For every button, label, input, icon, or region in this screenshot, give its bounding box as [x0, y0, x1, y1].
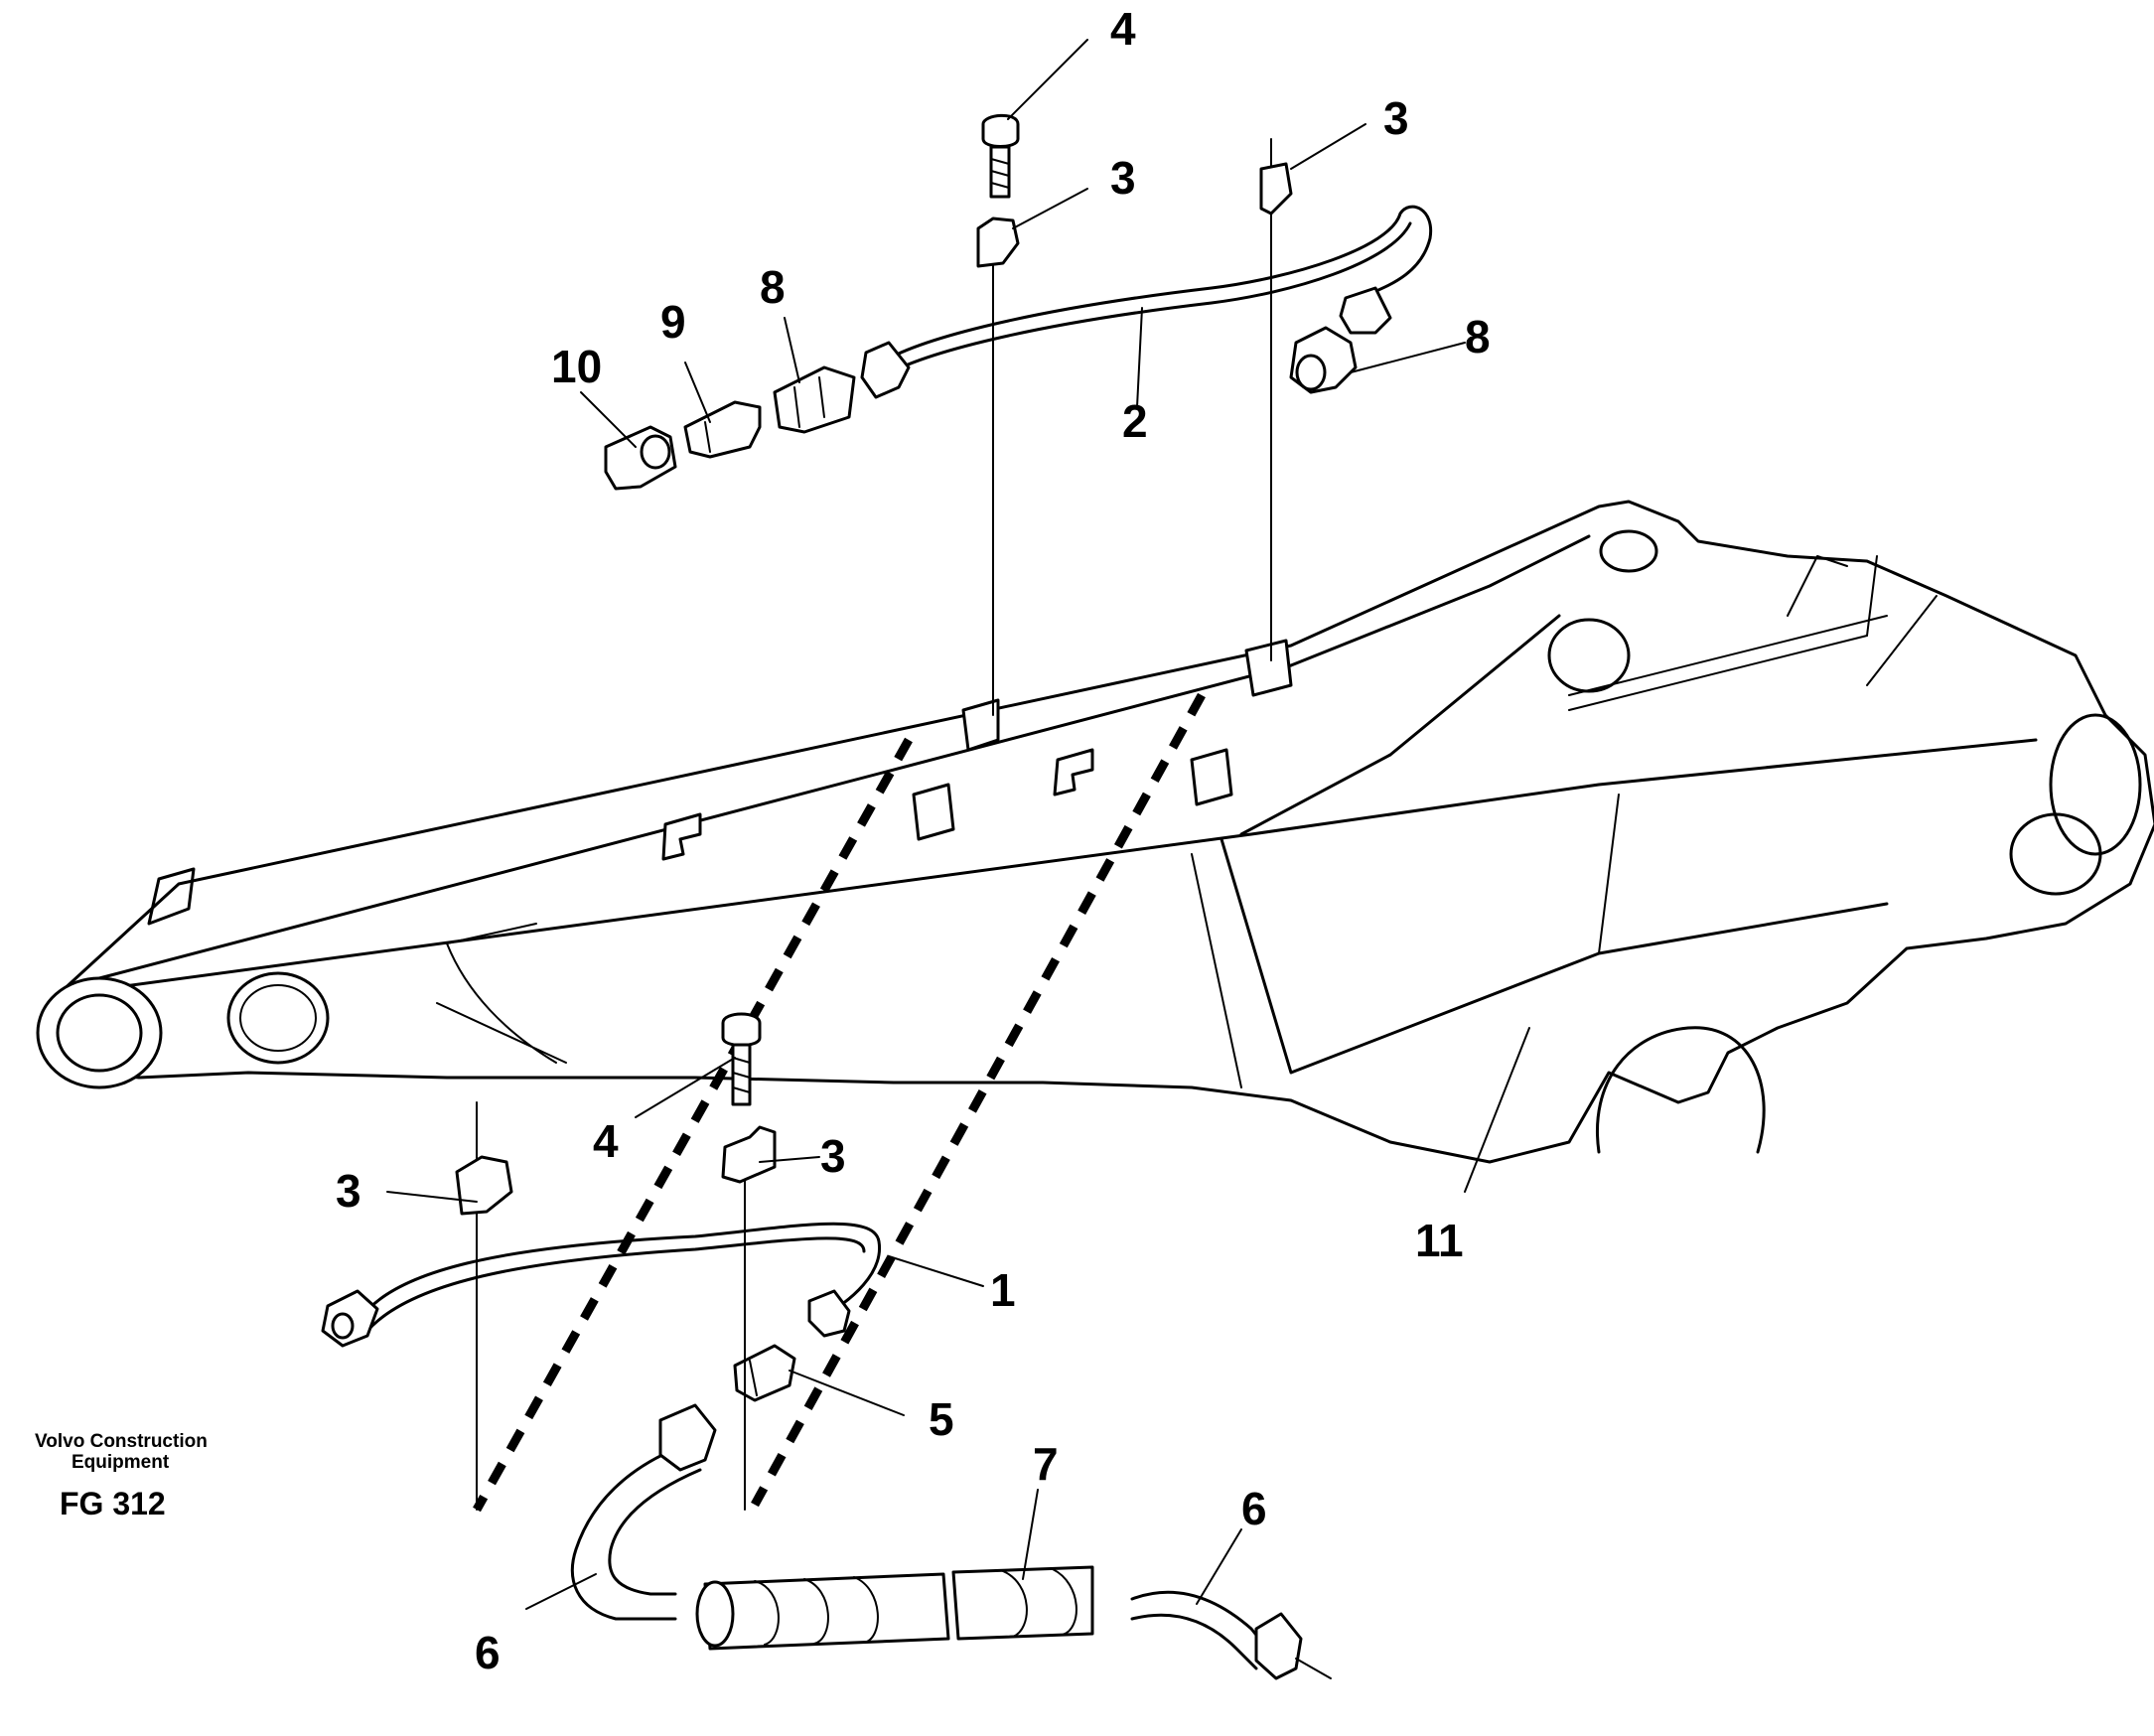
callout-4-lower: 4	[593, 1115, 619, 1167]
company-name-line1: Volvo Construction	[35, 1431, 208, 1452]
callout-5: 5	[929, 1393, 954, 1445]
upper-bolt-and-clamps	[976, 113, 1293, 268]
callout-9: 9	[660, 296, 686, 348]
boom-structure	[36, 500, 2154, 1164]
callout-7: 7	[1033, 1438, 1059, 1490]
callout-6-left: 6	[475, 1627, 501, 1678]
leader-lines	[386, 39, 1530, 1610]
callout-11: 11	[1415, 1215, 1464, 1266]
callout-3-lower-right: 3	[820, 1130, 846, 1182]
callout-labels: 4 3 3 8 9 10 8 2 11 4 3 3 1 5 7 6 6	[336, 3, 1491, 1678]
callout-3-lower-left: 3	[336, 1165, 361, 1217]
lower-bolt-and-clamps	[455, 1012, 777, 1216]
figure-footer: Volvo Construction Equipment FG 312	[35, 1431, 208, 1521]
boom-clamp-blocks	[661, 639, 1293, 861]
callout-2: 2	[1122, 395, 1148, 447]
company-name-line2: Equipment	[72, 1452, 170, 1473]
callout-8-left: 8	[760, 261, 786, 313]
callout-10: 10	[551, 341, 602, 392]
dashed-hidden-lines	[473, 692, 1206, 1513]
callout-3-upper-left: 3	[1110, 152, 1136, 204]
hose-assembly	[570, 1403, 1332, 1680]
figure-code: FG 312	[60, 1486, 166, 1521]
lower-pipe-assembly	[321, 1222, 882, 1402]
upper-alignment-lines	[992, 138, 1272, 716]
callout-3-upper-right: 3	[1383, 92, 1409, 144]
callout-4-top: 4	[1110, 3, 1136, 55]
callout-8-right: 8	[1465, 311, 1491, 362]
callout-6-right: 6	[1241, 1483, 1267, 1534]
callout-1: 1	[990, 1264, 1016, 1316]
upper-pipe-assembly	[604, 205, 1433, 491]
